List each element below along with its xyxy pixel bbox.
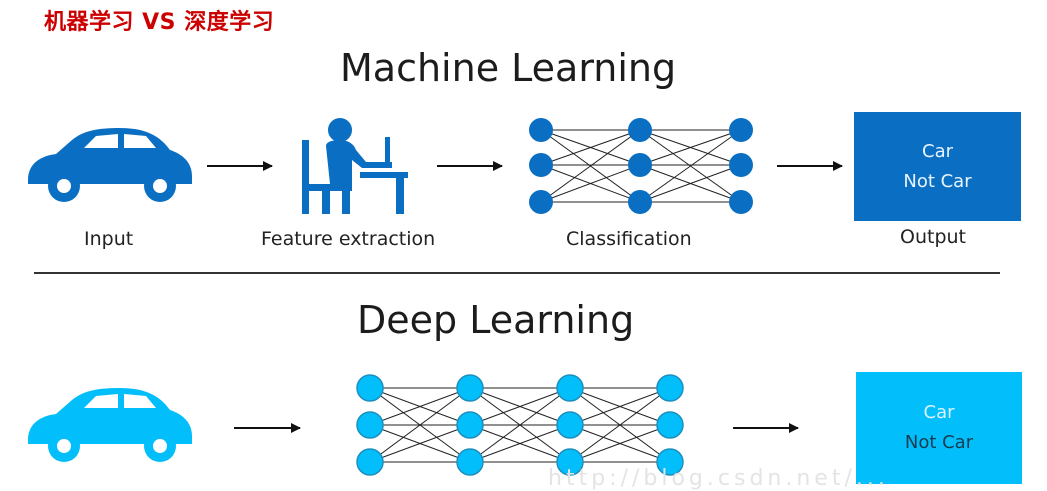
network-node	[628, 118, 652, 142]
network-node	[656, 374, 684, 402]
network-edge	[369, 424, 471, 463]
output-car-text: Car	[922, 140, 953, 162]
network-edge	[540, 164, 641, 203]
person-at-desk-icon	[302, 118, 408, 214]
car-icon	[28, 128, 192, 202]
network-node	[356, 448, 384, 476]
network-edge	[469, 387, 571, 426]
network-edge	[569, 387, 671, 463]
feature-extraction-label: Feature extraction	[261, 228, 436, 250]
network-node	[556, 374, 584, 402]
network-node	[456, 448, 484, 476]
page-heading: 机器学习 VS 深度学习	[44, 10, 275, 35]
ml-output-box: Car Not Car	[854, 112, 1021, 221]
output-not-car-text: Not Car	[903, 170, 972, 192]
output-not-car-text: Not Car	[904, 432, 974, 453]
network-node	[656, 411, 684, 439]
machine-learning-title: Machine Learning	[340, 46, 677, 90]
network-node	[556, 411, 584, 439]
network-node	[628, 153, 652, 177]
network-node	[529, 190, 553, 214]
output-label: Output	[900, 226, 966, 248]
watermark: http://blog.csdn.net/...	[548, 466, 889, 491]
dl-neural-network	[356, 374, 684, 476]
network-edge	[569, 424, 671, 463]
network-node	[729, 118, 753, 142]
dl-output-box: Car Not Car	[856, 372, 1022, 484]
network-node	[356, 374, 384, 402]
network-node	[729, 153, 753, 177]
network-edge	[540, 129, 641, 166]
network-edge	[540, 129, 641, 203]
network-node	[556, 448, 584, 476]
network-edge	[639, 129, 742, 203]
network-node	[628, 190, 652, 214]
network-edge	[369, 387, 471, 463]
network-node	[356, 411, 384, 439]
ml-neural-network	[529, 118, 753, 214]
input-label: Input	[84, 228, 134, 250]
network-node	[656, 448, 684, 476]
deep-learning-title: Deep Learning	[357, 298, 635, 342]
section-divider	[34, 272, 1000, 274]
network-edge	[639, 164, 742, 203]
network-edge	[469, 387, 571, 463]
car-icon	[28, 388, 192, 462]
network-edge	[639, 129, 742, 166]
network-node	[529, 118, 553, 142]
network-node	[529, 153, 553, 177]
network-node	[456, 374, 484, 402]
network-edge	[369, 387, 471, 426]
network-node	[456, 411, 484, 439]
network-edge	[469, 424, 571, 463]
output-car-text: Car	[923, 402, 955, 423]
network-edge	[569, 387, 671, 426]
network-node	[729, 190, 753, 214]
classification-label: Classification	[566, 228, 692, 250]
